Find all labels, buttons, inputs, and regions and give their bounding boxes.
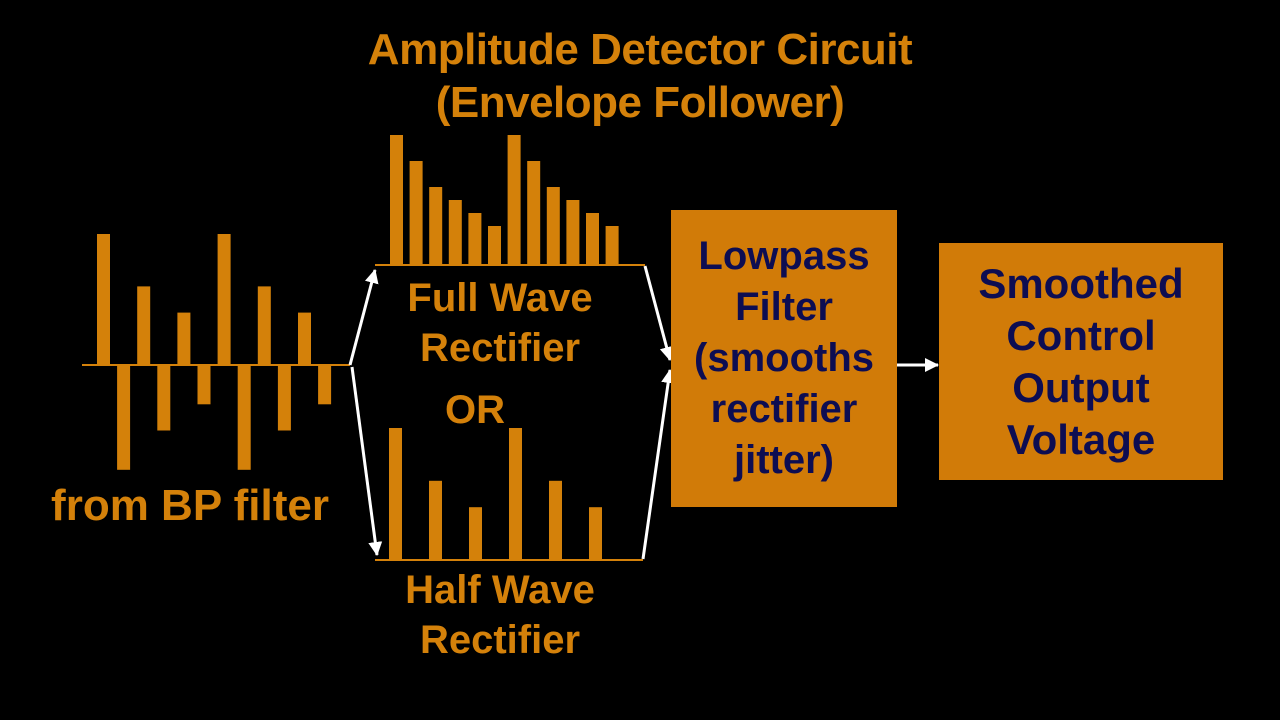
arrow-to-half-wave <box>350 366 383 556</box>
full-wave-bar <box>527 161 541 265</box>
full-wave-bar <box>586 213 599 265</box>
full-wave-bar <box>566 200 580 265</box>
output-voltage-box: Smoothed Control Output Voltage <box>939 243 1223 480</box>
full-wave-bar <box>605 226 619 265</box>
half-wave-label-line2: Rectifier <box>419 618 581 662</box>
half-wave-bar <box>589 507 602 560</box>
half-wave-bar <box>549 480 562 560</box>
half-wave-bar <box>429 480 442 560</box>
input-signal-bar <box>197 365 211 405</box>
input-signal-bar <box>217 234 231 365</box>
full-wave-bar <box>546 187 560 265</box>
input-label: from BP filter <box>51 481 329 530</box>
input-signal-bar <box>137 286 151 365</box>
lowpass-line: rectifier <box>710 387 858 431</box>
half-wave-label-line1: Half Wave <box>405 568 595 612</box>
output-line: Control <box>1006 311 1156 359</box>
lowpass-line: jitter) <box>734 438 834 482</box>
full-wave-waveform <box>375 135 645 266</box>
lowpass-filter-box: Lowpass Filter (smooths rectifier jitter… <box>671 210 897 507</box>
half-wave-waveform <box>375 428 643 561</box>
input-signal-bar <box>177 312 191 365</box>
full-wave-bar <box>488 226 501 265</box>
lowpass-line: Filter <box>735 285 833 329</box>
half-wave-bar <box>469 507 482 560</box>
diagram-title-line1: Amplitude Detector Circuit <box>367 25 913 74</box>
half-wave-bar <box>509 428 522 560</box>
input-signal-bar <box>117 365 131 470</box>
input-signal-bar <box>97 234 110 365</box>
input-signal-bar <box>257 286 271 365</box>
full-wave-bar <box>507 135 521 265</box>
diagram-title-line2: (Envelope Follower) <box>435 78 845 127</box>
full-wave-bar <box>468 213 482 265</box>
or-label: OR <box>445 388 505 432</box>
arrow-to-full-wave <box>348 269 379 366</box>
full-wave-bar <box>448 200 462 265</box>
full-wave-label-line2: Rectifier <box>419 326 581 370</box>
full-wave-bar <box>390 135 403 265</box>
input-signal-bar <box>237 365 251 470</box>
input-signal-bar <box>157 365 171 431</box>
input-signal-bar <box>318 365 332 405</box>
output-line: Smoothed <box>978 259 1184 307</box>
arrow-full-wave-to-lowpass <box>643 265 674 361</box>
full-wave-label-line1: Full Wave <box>407 276 593 320</box>
half-wave-bar <box>389 428 402 560</box>
input-signal-bar <box>298 312 311 365</box>
output-line: Voltage <box>1006 415 1156 463</box>
arrow-half-wave-to-lowpass <box>641 369 676 560</box>
lowpass-line: (smooths <box>694 336 874 380</box>
full-wave-bar <box>429 187 443 265</box>
input-waveform <box>82 234 350 470</box>
input-signal-bar <box>277 365 291 431</box>
output-line: Output <box>1012 363 1150 411</box>
full-wave-bar <box>409 161 423 265</box>
lowpass-line: Lowpass <box>698 234 870 278</box>
